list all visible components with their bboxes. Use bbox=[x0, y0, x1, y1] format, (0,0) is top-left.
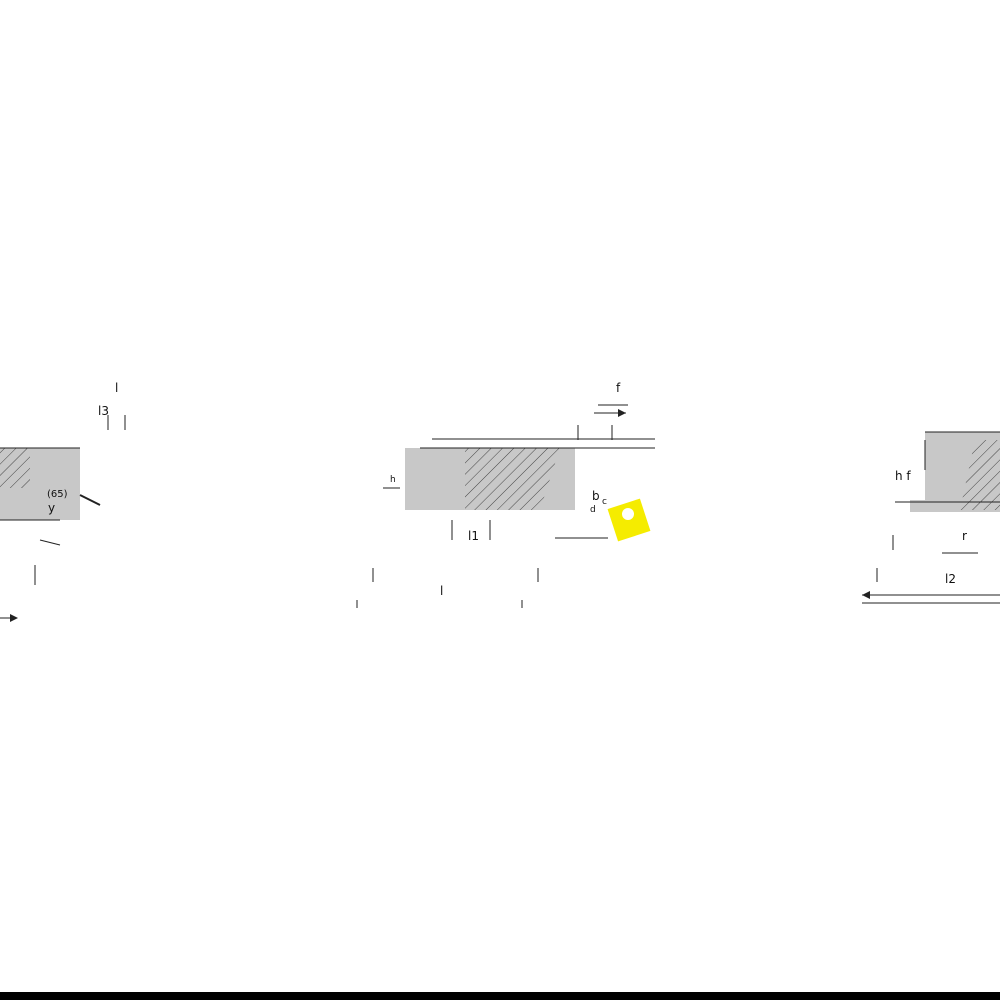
label-b: b bbox=[592, 489, 600, 503]
label-l3: l3 bbox=[98, 404, 109, 418]
label-angle: (65) bbox=[47, 489, 68, 500]
label-f: f bbox=[616, 381, 621, 395]
left-hatch bbox=[0, 448, 30, 488]
label-hf: h f bbox=[895, 469, 911, 483]
label-r: r bbox=[962, 529, 967, 543]
label-l1: l1 bbox=[468, 529, 479, 543]
left-arrow bbox=[79, 494, 101, 506]
right-view: h f r l2 bbox=[862, 431, 1000, 604]
label-l: l bbox=[115, 381, 118, 395]
bottom-bar bbox=[0, 992, 1000, 1000]
arrow-head bbox=[10, 614, 18, 622]
right-hatch bbox=[960, 440, 1000, 510]
arrow-head bbox=[862, 591, 870, 599]
label-c: c bbox=[602, 497, 607, 507]
label-d: d bbox=[590, 505, 596, 515]
center-view: f l1 l b c d h bbox=[356, 381, 655, 608]
label-h: h bbox=[390, 475, 396, 485]
label-y: y bbox=[48, 501, 55, 515]
label-l: l bbox=[440, 584, 443, 598]
center-hatch bbox=[465, 448, 560, 510]
left-view: l l3 (65) y bbox=[0, 381, 126, 622]
left-edge bbox=[39, 539, 61, 546]
label-l2: l2 bbox=[945, 572, 956, 586]
insert-hole bbox=[622, 508, 634, 520]
insert-square bbox=[607, 498, 651, 542]
